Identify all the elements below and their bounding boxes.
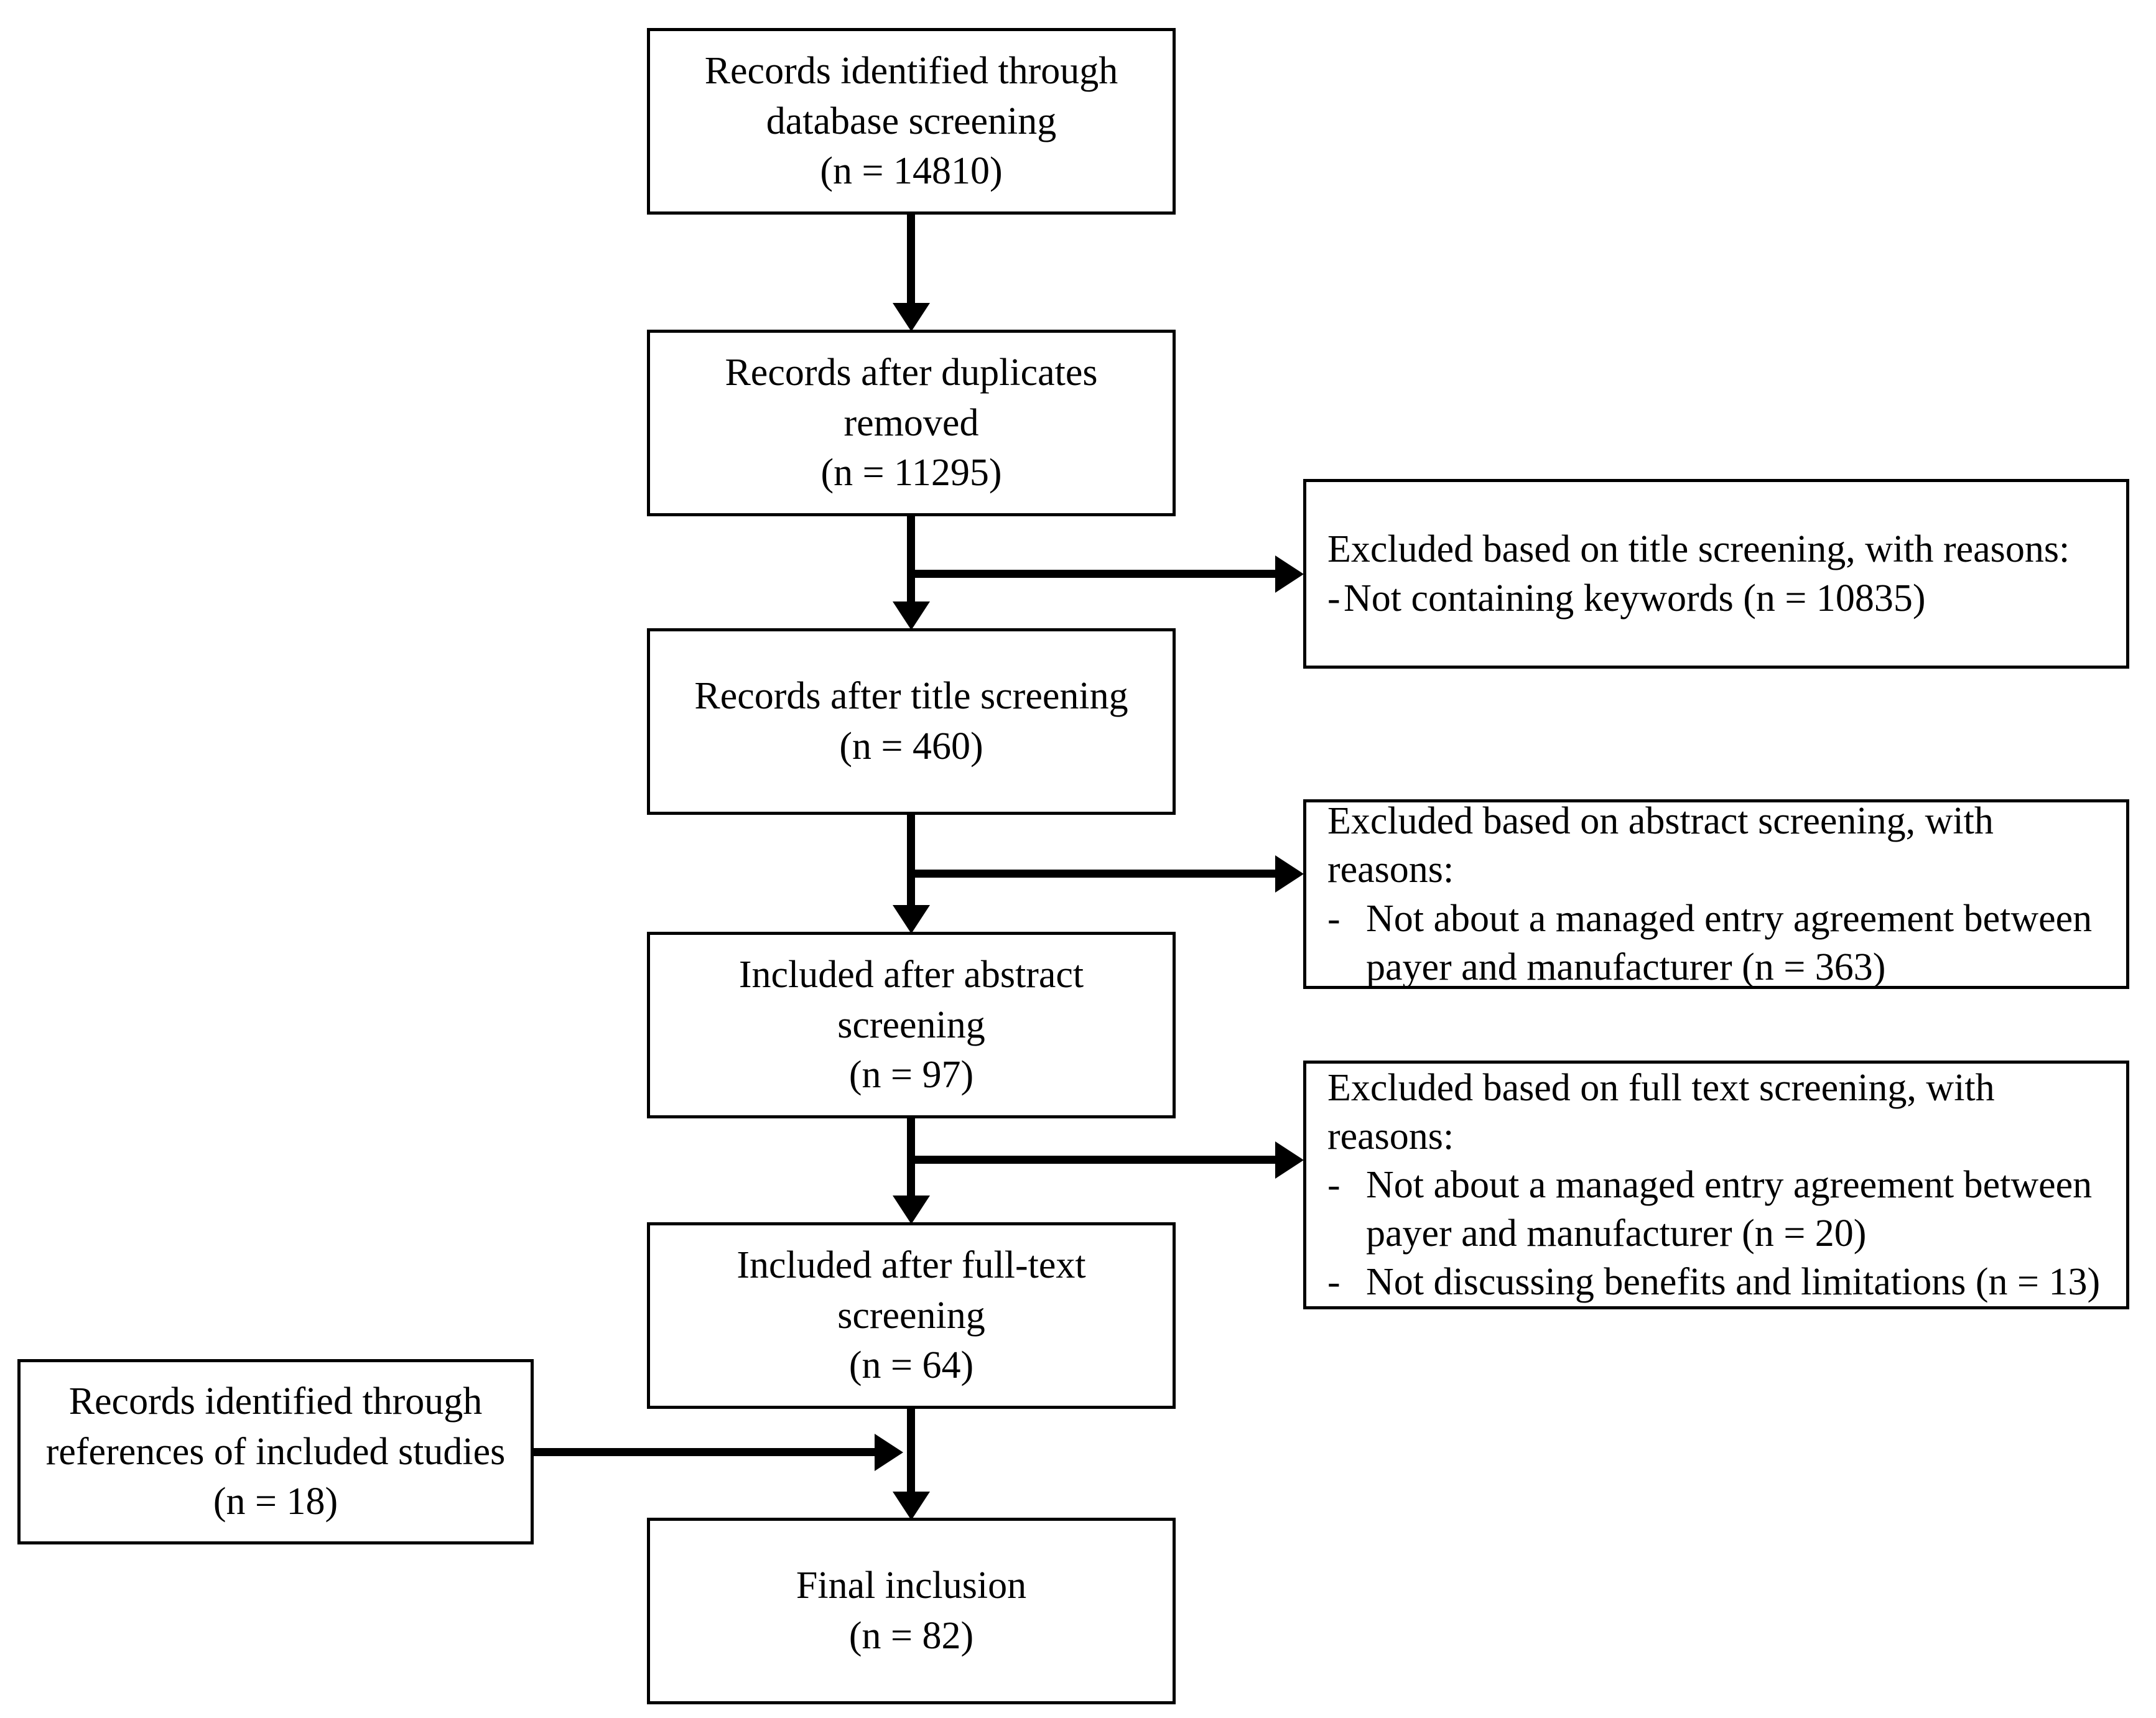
branch-line-to-excluded-fulltext: [907, 1156, 1276, 1164]
arrow-head-right-icon: [1275, 555, 1304, 593]
exclusion-reason-list: - Not containing keywords (n = 10835): [1327, 574, 1926, 623]
arrow-head-right-icon: [1275, 1141, 1304, 1179]
exclusion-heading: Excluded based on full text screening, w…: [1327, 1066, 1995, 1158]
node-line: Records after title screening: [694, 675, 1128, 718]
exclusion-reason-text: Not about a managed entry agreement betw…: [1366, 897, 2093, 988]
bullet-dash-icon: -: [1327, 577, 1341, 620]
merge-line-from-references: [534, 1448, 876, 1456]
flow-node-included-after-fulltext[interactable]: Included after full-text screening (n = …: [647, 1222, 1176, 1409]
arrow-head-down-icon: [893, 601, 930, 630]
node-line: (n = 14810): [820, 150, 1003, 193]
node-line: references of included studies: [45, 1430, 506, 1473]
exclusion-node-excluded-abstract[interactable]: Excluded based on abstract screening, wi…: [1303, 799, 2129, 989]
bullet-dash-icon: -: [1327, 1163, 1341, 1206]
node-line: Records after duplicates: [725, 351, 1098, 394]
exclusion-node-excluded-fulltext[interactable]: Excluded based on full text screening, w…: [1303, 1061, 2129, 1309]
arrow-head-down-icon: [893, 1196, 930, 1224]
exclusion-reason-text: Not containing keywords (n = 10835): [1344, 577, 1926, 620]
node-line: Records identified through: [704, 50, 1118, 93]
node-line: screening: [837, 1294, 985, 1337]
flow-node-included-after-abstract[interactable]: Included after abstract screening (n = 9…: [647, 932, 1176, 1118]
node-line: Records identified through: [68, 1380, 483, 1423]
node-line: (n = 460): [839, 725, 983, 768]
flow-node-final-inclusion[interactable]: Final inclusion (n = 82): [647, 1518, 1176, 1704]
branch-line-to-excluded-title: [907, 570, 1276, 578]
node-line: removed: [843, 401, 979, 444]
exclusion-node-excluded-title[interactable]: Excluded based on title screening, with …: [1303, 479, 2129, 669]
exclusion-reason-text: Not about a managed entry agreement betw…: [1366, 1163, 2093, 1255]
flow-node-identified-database[interactable]: Records identified through database scre…: [647, 28, 1176, 215]
flow-node-identified-references[interactable]: Records identified through references of…: [17, 1359, 534, 1544]
bullet-dash-icon: -: [1327, 897, 1341, 940]
node-line: Included after full-text: [736, 1244, 1086, 1287]
node-line: database screening: [766, 100, 1057, 142]
connector-line-identified-to-duplicates: [907, 215, 915, 305]
node-line: (n = 64): [848, 1344, 974, 1387]
exclusion-reason-list: - Not about a managed entry agreement be…: [1327, 1161, 2126, 1306]
exclusion-reason-text: Not discussing benefits and limitations …: [1366, 1261, 2101, 1304]
node-line: screening: [837, 1003, 985, 1046]
connector-line-fulltext-to-final: [907, 1409, 915, 1496]
node-line: Included after abstract: [738, 954, 1084, 996]
list-item: - Not about a managed entry agreement be…: [1327, 1161, 2126, 1258]
node-line: Final inclusion: [796, 1564, 1027, 1607]
connector-line-duplicates-to-title: [907, 516, 915, 606]
exclusion-heading: Excluded based on abstract screening, wi…: [1327, 800, 1994, 891]
bullet-dash-icon: -: [1327, 1261, 1341, 1304]
node-line: (n = 18): [213, 1480, 338, 1523]
flow-node-after-duplicates[interactable]: Records after duplicates removed (n = 11…: [647, 330, 1176, 516]
arrow-head-right-icon: [1275, 855, 1304, 893]
arrow-head-right-icon: [875, 1434, 903, 1471]
exclusion-heading: Excluded based on title screening, with …: [1327, 528, 2070, 571]
connector-line-title-to-abstract: [907, 815, 915, 908]
list-item: - Not containing keywords (n = 10835): [1327, 574, 1926, 623]
arrow-head-down-icon: [893, 303, 930, 332]
list-item: - Not about a managed entry agreement be…: [1327, 894, 2126, 991]
exclusion-reason-list: - Not about a managed entry agreement be…: [1327, 894, 2126, 991]
flow-node-after-title-screening[interactable]: Records after title screening (n = 460): [647, 628, 1176, 815]
list-item: - Not discussing benefits and limitation…: [1327, 1258, 2126, 1306]
arrow-head-down-icon: [893, 1492, 930, 1520]
branch-line-to-excluded-abstract: [907, 870, 1276, 878]
node-line: (n = 82): [848, 1615, 974, 1657]
node-line: (n = 11295): [820, 452, 1002, 495]
arrow-head-down-icon: [893, 905, 930, 934]
node-line: (n = 97): [848, 1054, 974, 1097]
